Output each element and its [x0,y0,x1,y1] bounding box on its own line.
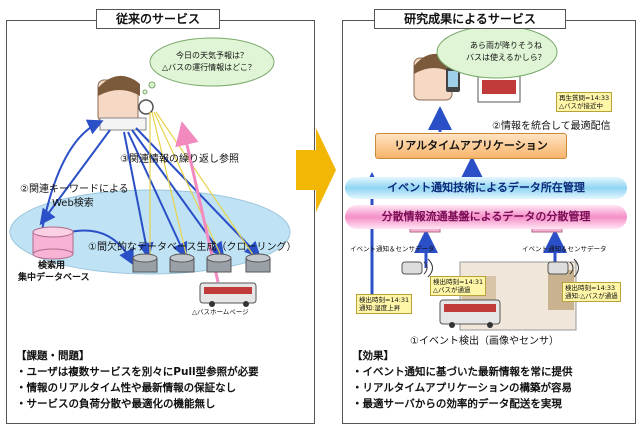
bus-homepage-label: △バスホームページ [192,308,249,316]
central-database [32,226,74,260]
note-a-line-1: 検出時刻=14:31 [433,278,484,286]
db-label-1: 検索用 [38,261,66,271]
phone-note-line-2: △バスが接近中 [559,102,603,110]
issues-list: 【課題・問題】 ・ユーザは複数サービスを別々にPull型参照が必要 ・情報のリア… [16,348,259,412]
event-notification-band: イベント通知技術によるデータ所在管理 [345,177,627,199]
effects-title: 【効果】 [352,350,394,362]
camera-right [547,258,579,278]
note-c-line-2: 通知:△バスが通過 [565,292,618,300]
left-step2-label-1: ②関連キーワードによる [20,184,129,195]
phone-note-line-1: 再生質問=14:33 [559,94,610,102]
issue-item: ・ユーザは複数サービスを別々にPull型参照が必要 [16,366,259,378]
left-thought-line-1: 今日の天気予報は？ [176,51,248,60]
source-databases [132,253,271,273]
issue-item: ・サービスの負荷分散や最適化の機能無し [16,398,216,410]
right-thought-line-2: バスは使えるかしら？ [466,53,546,62]
note-b-line-2: 通知:湿度上昇 [359,304,401,312]
note-bus-pass-2: 検出時刻=14:33 通知:△バスが通過 [562,282,621,302]
left-step3-label: ③関連情報の繰り返し参照 [120,154,239,165]
note-humidity: 検出時刻=14:31 通知:湿度上昇 [356,294,413,314]
right-panel-title: 研究成果によるサービス [374,9,566,29]
note-bus-pass-1: 検出時刻=14:31 △バスが通過 [430,276,487,296]
transition-arrow [296,128,336,212]
effect-item: ・最適サーバからの効率的データ配送を実現 [352,398,562,410]
sensor-label-right: イベント通知＆センサデータ [522,245,607,253]
effect-item: ・リアルタイムアプリケーションの構築が容易 [352,382,572,394]
issues-title: 【課題・問題】 [16,350,90,362]
left-step2-label-2: Web検索 [52,198,94,209]
effects-list: 【効果】 ・イベント通知に基づいた最新情報を常に提供 ・リアルタイムアプリケーシ… [352,348,573,412]
sensor-label-left: イベント通知＆センサデータ [350,245,435,253]
left-step1-label: ①間欠的なデータベース生成（クローリング） [88,242,297,253]
db-label-2: 集中データベース [18,273,90,283]
note-c-line-1: 検出時刻=14:33 [565,284,616,292]
bus-image-left [199,282,257,307]
issue-item: ・情報のリアルタイム性や最新情報の保証なし [16,382,237,394]
note-b-line-1: 検出時刻=14:31 [359,296,410,304]
realtime-application-box: リアルタイムアプリケーション [375,133,567,159]
phone-note: 再生質問=14:33 △バスが接近中 [556,92,613,112]
user-figure-left [97,75,147,131]
distributed-management-band: 分散情報流通基盤によるデータの分散管理 [345,205,627,229]
left-thought-line-2: △バスの運行情報はどこ？ [162,63,256,72]
right-step1-label: ①イベント検出（画像やセンサ） [410,336,559,347]
effect-item: ・イベント通知に基づいた最新情報を常に提供 [352,366,573,378]
right-step2-label: ②情報を統合して最適配信 [492,121,611,132]
left-panel-title: 従来のサービス [96,9,220,29]
camera-left [401,258,433,278]
note-a-line-2: △バスが通過 [433,286,471,294]
right-thought-line-1: あら雨が降りそうね [470,41,542,50]
